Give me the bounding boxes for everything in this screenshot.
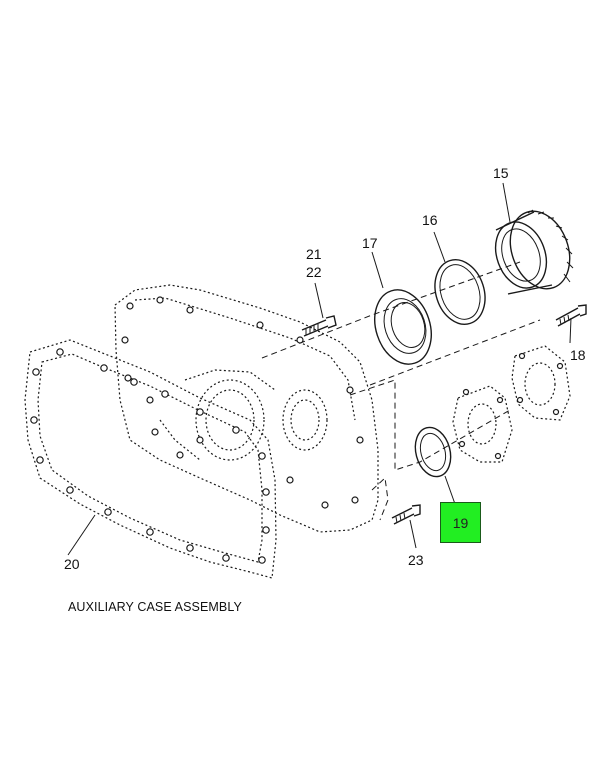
callout-19-label: 19	[452, 514, 469, 531]
bearing-part-15	[494, 209, 574, 295]
callout-17: 17	[362, 235, 378, 251]
callout-16: 16	[422, 212, 438, 228]
bolt-part-21-22	[301, 315, 337, 337]
callout-23: 23	[408, 552, 424, 568]
callout-15: 15	[493, 165, 509, 181]
cover-gasket	[452, 385, 513, 463]
callout-21: 21	[306, 246, 322, 262]
auxiliary-case-body	[114, 284, 389, 533]
seal-part-17	[374, 289, 432, 365]
callout-19: 19	[440, 502, 481, 543]
bolt-part-18	[555, 304, 587, 327]
case-bolt-holes	[121, 296, 364, 509]
highlight-box	[440, 502, 481, 543]
snap-ring-part-16	[434, 259, 486, 325]
bearing-cover	[511, 345, 571, 421]
callout-22: 22	[306, 264, 322, 280]
bolt-part-23	[391, 504, 421, 525]
gasket-part-20	[24, 339, 277, 579]
diagram-caption: AUXILIARY CASE ASSEMBLY	[68, 600, 242, 614]
assembly-centerlines	[261, 261, 541, 471]
callout-20: 20	[64, 556, 80, 572]
oil-seal-part-19	[414, 426, 452, 478]
gasket-bolt-holes	[30, 348, 270, 564]
callout-18: 18	[570, 347, 586, 363]
leader-lines	[67, 182, 572, 556]
